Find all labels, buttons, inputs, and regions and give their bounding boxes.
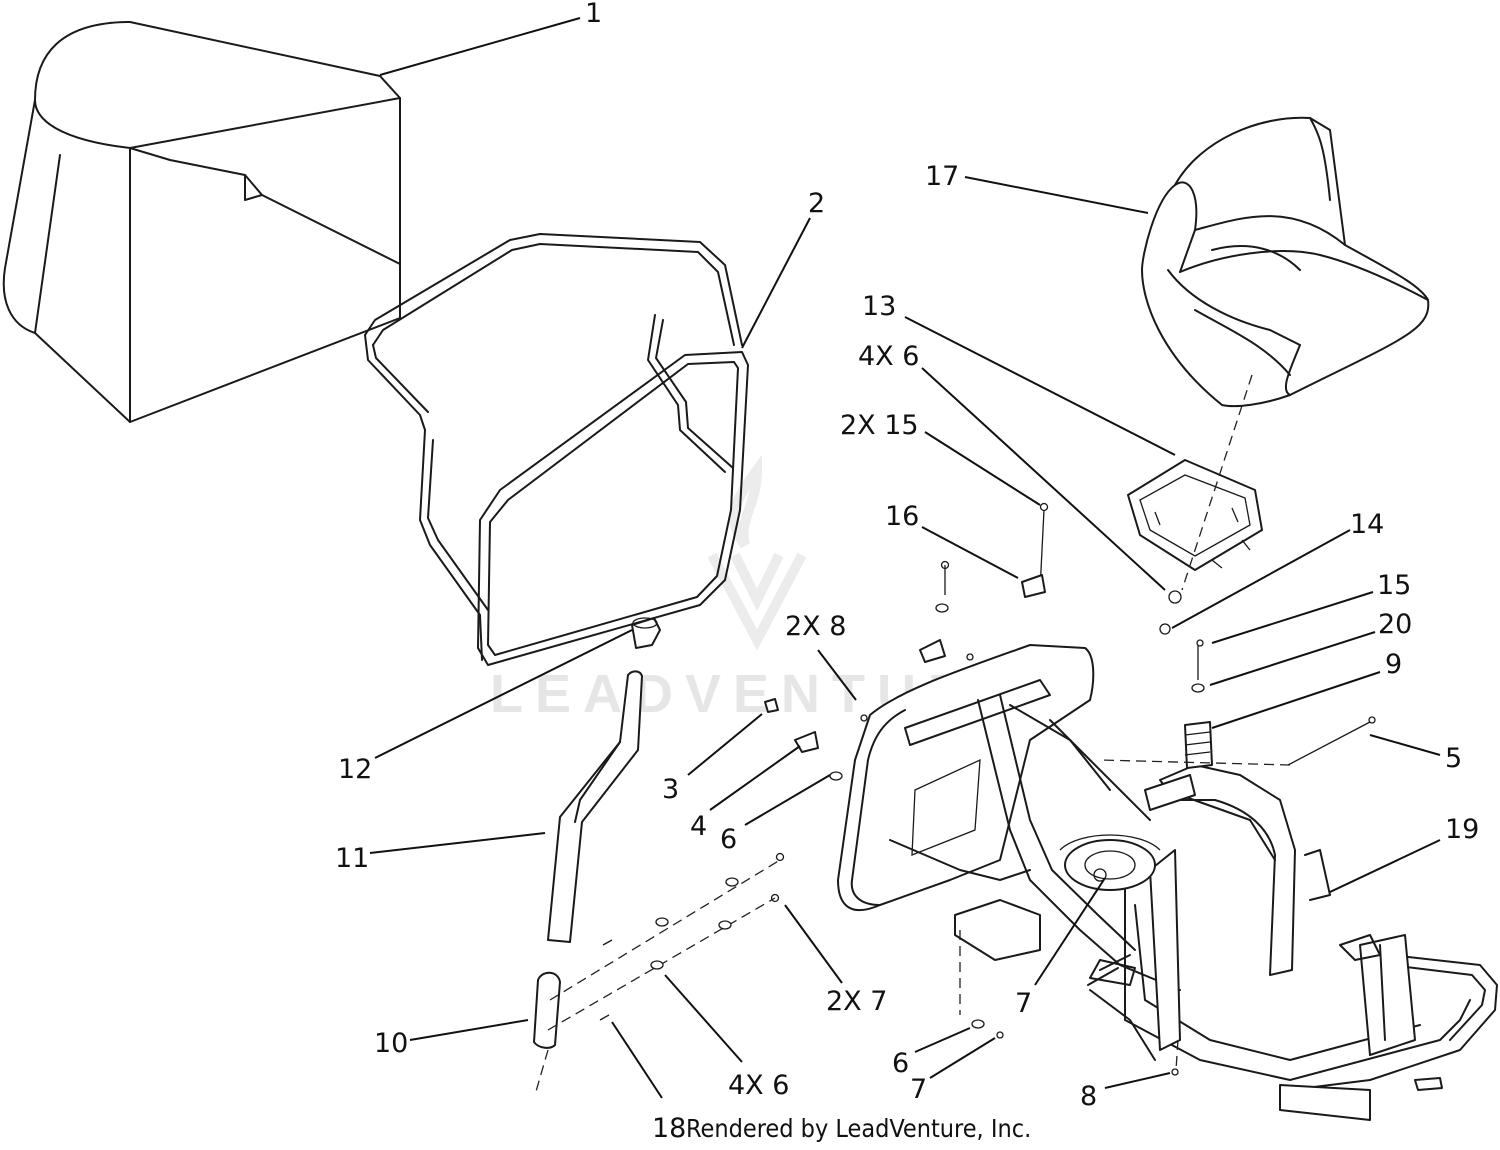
callout-2: 2 (808, 188, 825, 219)
callout-17: 17 (925, 161, 959, 192)
callout-2x15: 2X 15 (840, 410, 919, 441)
callout-6-mid: 6 (720, 824, 737, 855)
callout-10: 10 (374, 1028, 408, 1059)
cap-part (631, 617, 661, 649)
callout-20: 20 (1378, 609, 1412, 640)
callout-13: 13 (862, 291, 896, 322)
chassis-part (837, 644, 1498, 1121)
callout-7-mid: 7 (1015, 988, 1032, 1019)
leader-lines (369, 17, 1441, 1099)
callout-15: 15 (1377, 570, 1411, 601)
callout-16: 16 (885, 501, 919, 532)
callout-4: 4 (690, 811, 707, 842)
callout-12: 12 (338, 754, 372, 785)
seat-part (1141, 116, 1430, 408)
callout-8: 8 (1080, 1081, 1097, 1112)
callout-14: 14 (1350, 509, 1384, 540)
callout-6-bottom: 6 (892, 1048, 909, 1079)
callout-2x7: 2X 7 (826, 986, 887, 1017)
frame-part (364, 233, 749, 666)
callout-2x8: 2X 8 (785, 611, 846, 642)
callout-4x6-top: 4X 6 (858, 341, 919, 372)
callout-9: 9 (1385, 649, 1402, 680)
callout-1: 1 (585, 0, 602, 29)
callout-11: 11 (335, 843, 369, 874)
render-credit: Rendered by LeadVenture, Inc. (686, 1114, 1031, 1143)
hardware (599, 374, 1376, 1076)
callout-5: 5 (1445, 743, 1462, 774)
callout-4x6-bottom: 4X 6 (728, 1070, 789, 1101)
callout-7-bottom: 7 (910, 1074, 927, 1105)
callout-labels: 1 2 17 13 4X 6 2X 15 16 14 15 20 9 5 19 … (335, 0, 1479, 1144)
callout-18: 18 (652, 1113, 686, 1144)
seat-plate-part (1127, 459, 1263, 571)
callout-19: 19 (1445, 814, 1479, 845)
shaft-part (547, 670, 643, 943)
cover-part (2, 21, 401, 423)
callout-3: 3 (662, 774, 679, 805)
